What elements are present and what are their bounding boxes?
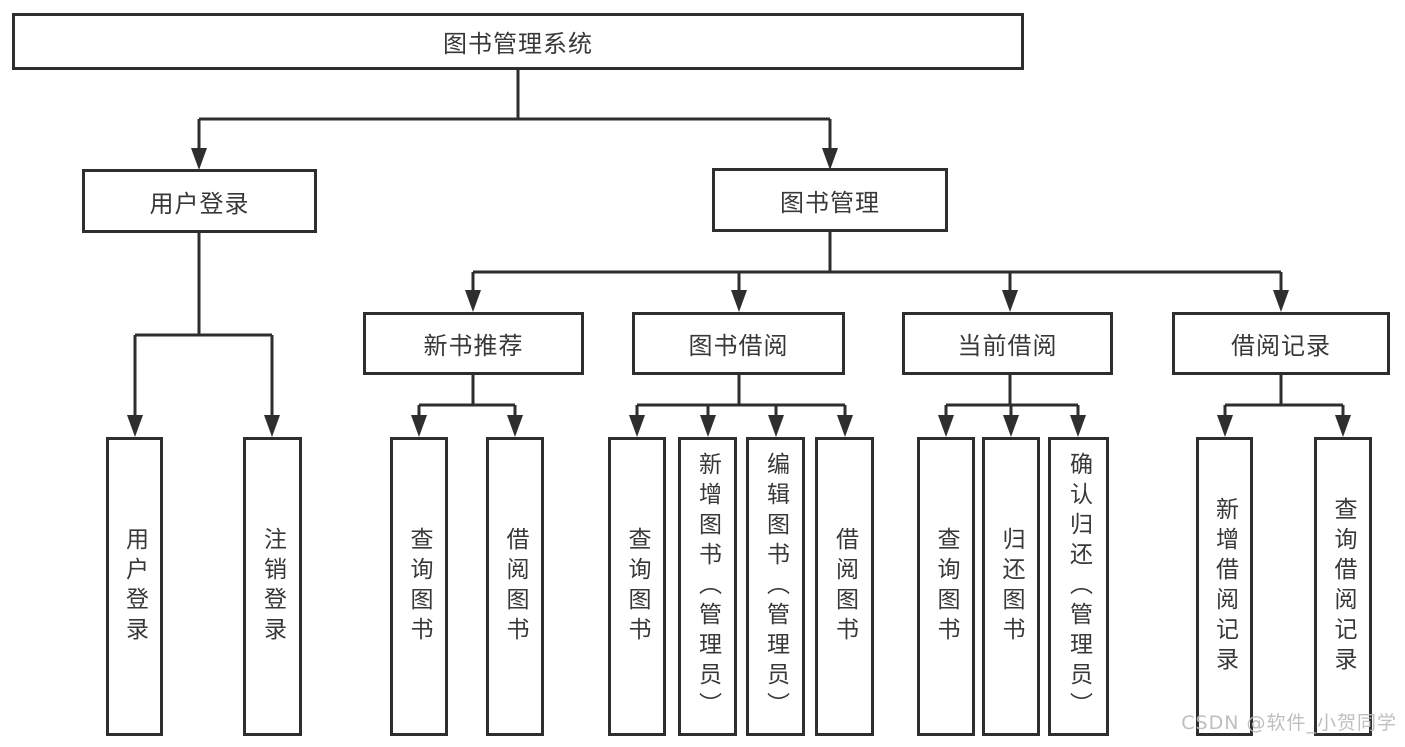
node-root-system: 图书管理系统 — [12, 13, 1024, 70]
leaf-logout: 注销登录 — [243, 437, 302, 736]
leaf-return-book-label: 归还图书 — [998, 526, 1024, 647]
leaf-logout-label: 注销登录 — [259, 526, 286, 647]
leaf-borrow-book-label: 借阅图书 — [831, 526, 858, 647]
leaf-borrow-query-book: 查询图书 — [608, 437, 666, 736]
leaf-add-borrow-record-label: 新增借阅记录 — [1211, 496, 1238, 677]
node-book-borrow: 图书借阅 — [632, 312, 845, 375]
leaf-recommend-borrow-book-label: 借阅图书 — [502, 526, 528, 647]
node-book-borrow-label: 图书借阅 — [688, 332, 789, 360]
node-root-label: 图书管理系统 — [443, 30, 593, 58]
leaf-borrow-query-book-label: 查询图书 — [624, 526, 650, 647]
leaf-query-borrow-record: 查询借阅记录 — [1314, 437, 1372, 736]
node-current-borrow: 当前借阅 — [902, 312, 1113, 375]
leaf-confirm-return-admin: 确认归还（管理员） — [1048, 437, 1109, 736]
leaf-query-borrow-record-label: 查询借阅记录 — [1330, 496, 1356, 677]
leaf-current-query-book: 查询图书 — [917, 437, 975, 736]
leaf-confirm-return-admin-label: 确认归还（管理员） — [1065, 451, 1092, 722]
leaf-return-book: 归还图书 — [982, 437, 1040, 736]
node-book-management-module: 图书管理 — [712, 168, 948, 232]
leaf-current-query-book-label: 查询图书 — [933, 526, 959, 647]
leaf-recommend-query-book: 查询图书 — [390, 437, 448, 736]
leaf-edit-book-admin-label: 编辑图书（管理员） — [762, 451, 789, 722]
node-borrow-record: 借阅记录 — [1172, 312, 1390, 375]
leaf-borrow-book: 借阅图书 — [815, 437, 874, 736]
leaf-edit-book-admin: 编辑图书（管理员） — [746, 437, 805, 736]
node-new-book-recommend-label: 新书推荐 — [423, 332, 524, 360]
node-borrow-record-label: 借阅记录 — [1231, 332, 1331, 360]
leaf-user-login-label: 用户登录 — [121, 526, 148, 647]
leaf-user-login: 用户登录 — [106, 437, 163, 736]
leaf-recommend-query-book-label: 查询图书 — [406, 526, 432, 647]
node-new-book-recommend: 新书推荐 — [363, 312, 584, 375]
watermark: CSDN @软件_小贺同学 — [1181, 712, 1397, 734]
leaf-add-book-admin: 新增图书（管理员） — [678, 437, 737, 736]
leaf-add-borrow-record: 新增借阅记录 — [1196, 437, 1253, 736]
leaf-add-book-admin-label: 新增图书（管理员） — [694, 451, 721, 722]
node-current-borrow-label: 当前借阅 — [957, 332, 1058, 360]
node-book-management-label: 图书管理 — [780, 188, 880, 217]
node-user-login-module: 用户登录 — [82, 169, 317, 233]
node-user-login-label: 用户登录 — [149, 189, 250, 218]
leaf-recommend-borrow-book: 借阅图书 — [486, 437, 544, 736]
